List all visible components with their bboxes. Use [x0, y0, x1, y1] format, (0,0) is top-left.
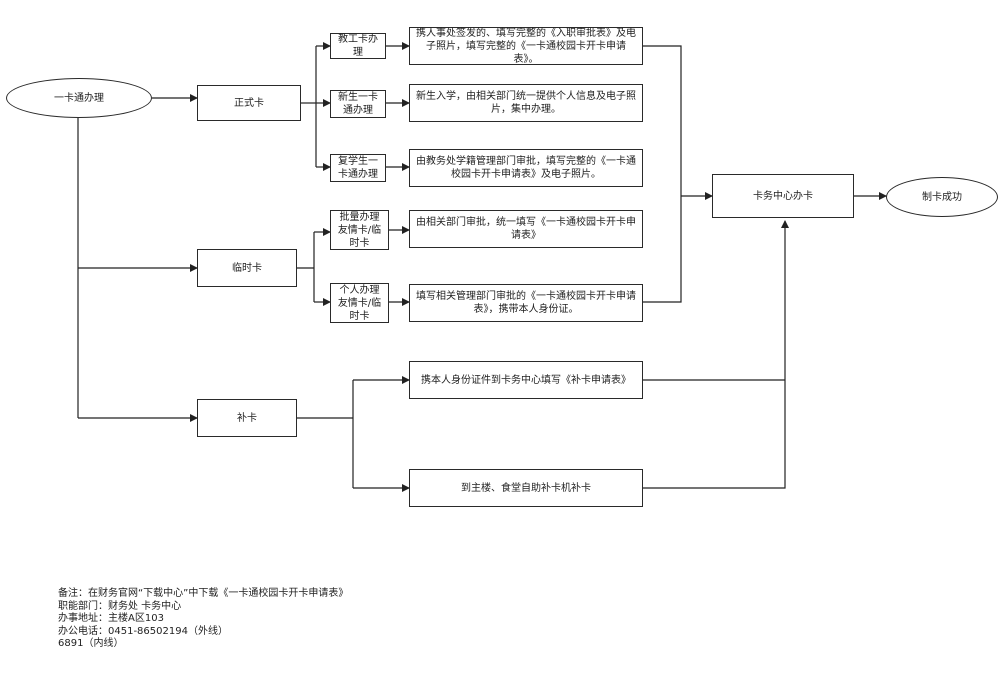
personal-card-node: 个人办理友情卡/临时卡 — [330, 283, 389, 323]
note-address: 办事地址：主楼A区103 — [58, 613, 164, 624]
staff-desc-node: 携人事处签发的、填写完整的《入职审批表》及电子照片，填写完整的《一卡通校园卡开卡… — [409, 27, 643, 65]
formal-card-node: 正式卡 — [197, 85, 301, 121]
freshman-card-node: 新生一卡通办理 — [330, 90, 386, 118]
note-department: 职能部门：财务处 卡务中心 — [58, 600, 182, 612]
start-node: 一卡通办理 — [6, 78, 152, 118]
resume-desc-node: 由教务处学籍管理部门审批，填写完整的《一卡通校园卡开卡申请表》及电子照片。 — [409, 149, 643, 187]
reissue-card-node: 补卡 — [197, 399, 297, 437]
batch-desc-node: 由相关部门审批，统一填写《一卡通校园卡开卡申请表》 — [409, 210, 643, 248]
staff-card-node: 教工卡办理 — [330, 33, 386, 59]
success-node: 制卡成功 — [886, 177, 998, 217]
note-phone-internal: 6891（内线） — [58, 638, 124, 649]
freshman-desc-node: 新生入学，由相关部门统一提供个人信息及电子照片，集中办理。 — [409, 84, 643, 122]
note-download: 备注：在财务官网“下载中心”中下载《一卡通校园卡开卡申请表》 — [58, 588, 349, 599]
reissue-desc2-node: 到主楼、食堂自助补卡机补卡 — [409, 469, 643, 507]
notes-block: 备注：在财务官网“下载中心”中下载《一卡通校园卡开卡申请表》 职能部门：财务处 … — [58, 588, 348, 651]
reissue-desc1-node: 携本人身份证件到卡务中心填写《补卡申请表》 — [409, 361, 643, 399]
personal-desc-node: 填写相关管理部门审批的《一卡通校园卡开卡申请表》，携带本人身份证。 — [409, 284, 643, 322]
batch-card-node: 批量办理友情卡/临时卡 — [330, 210, 389, 250]
arrow-reissue-to-center — [643, 221, 785, 489]
note-phone-external: 办公电话：0451-86502194（外线） — [58, 625, 228, 637]
temp-card-node: 临时卡 — [197, 249, 297, 287]
collector-line — [643, 45, 682, 303]
resume-card-node: 复学生一卡通办理 — [330, 154, 386, 182]
card-center-node: 卡务中心办卡 — [712, 174, 854, 218]
